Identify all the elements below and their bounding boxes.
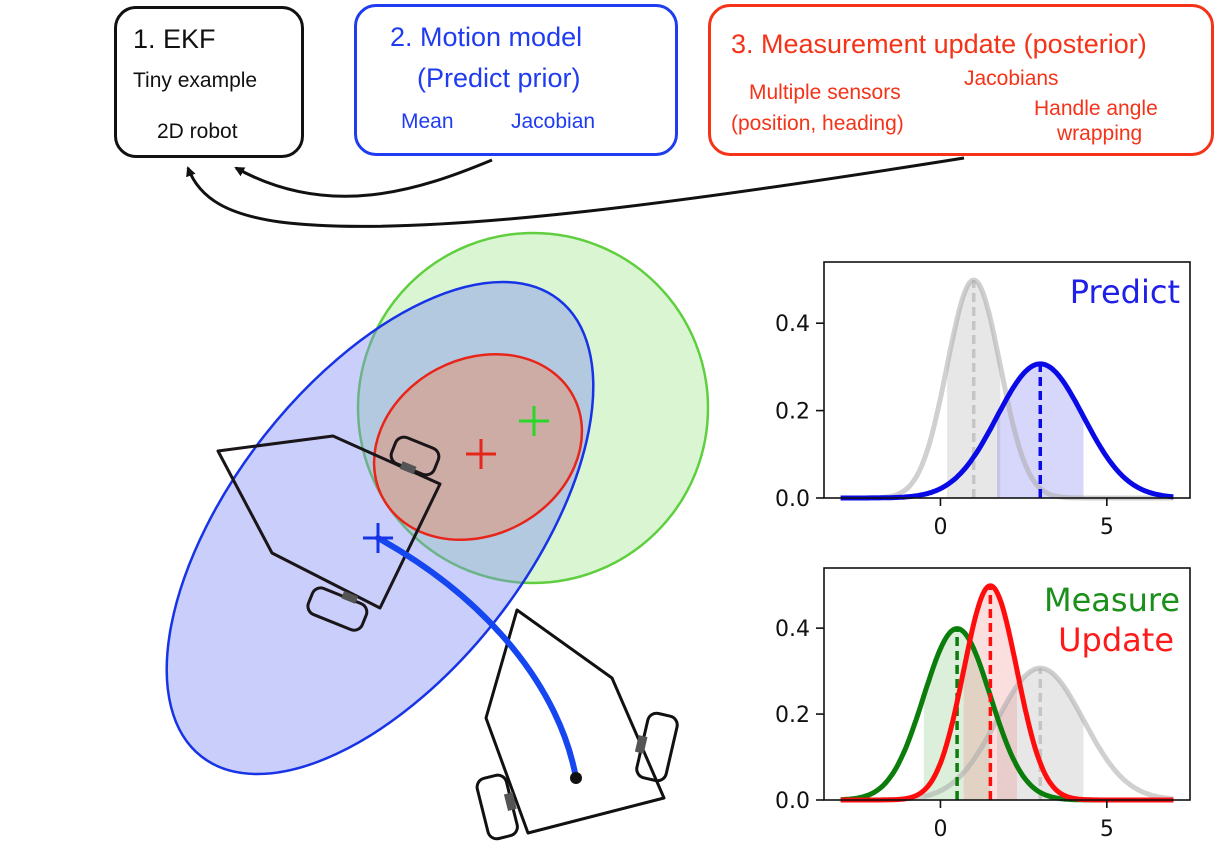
measurement-title: 3. Measurement update (posterior) [731, 29, 1147, 59]
motion-title-line1: 2. Motion model [390, 22, 583, 52]
robot-start [475, 608, 679, 841]
measurement-item-sensors-line2: (position, heading) [731, 112, 904, 135]
start-position-dot [570, 772, 582, 784]
robot-predicted-wheel-top [389, 435, 441, 477]
measurement-item-jacobians: Jacobians [964, 67, 1059, 90]
x-tick-label: 5 [1100, 515, 1114, 540]
measurement-mean-marker [519, 406, 549, 436]
chart-title-measure: Measure [1044, 581, 1180, 619]
motion-item-mean: Mean [401, 110, 454, 133]
motion-title-line2: (Predict prior) [417, 63, 581, 93]
predict-covariance-ellipse [165, 280, 595, 776]
chart-frame [823, 261, 1191, 499]
arrow-measurement-to-ekf [186, 156, 965, 228]
x-tick-label: 5 [1100, 817, 1114, 842]
y-tick-label: 0.4 [775, 617, 810, 642]
predict-mean-marker [363, 523, 393, 553]
chart-frame [823, 567, 1191, 801]
x-tick-label: 0 [933, 515, 947, 540]
measurement-update-box: 3. Measurement update (posterior) Multip… [708, 4, 1214, 156]
motion-item-jacobian: Jacobian [511, 110, 596, 133]
posterior-covariance-ellipse [372, 352, 584, 542]
series-0-sd-band [947, 280, 1001, 498]
measurement-item-angle-line1: Handle angle [1034, 97, 1158, 120]
motion-trajectory [375, 535, 579, 781]
robot-predicted [216, 434, 442, 632]
robot-predicted-wheel-bottom [306, 586, 369, 632]
motion-model-box: 2. Motion model (Predict prior) Mean Jac… [354, 4, 678, 156]
ekf-line-tiny-example: Tiny example [133, 69, 258, 92]
y-tick-label: 0.4 [775, 312, 810, 337]
robot-start-wheel-left [475, 773, 519, 841]
posterior-mean-marker [466, 439, 496, 469]
predict-chart: Predict 0 5 0.0 0.2 0.4 [775, 261, 1191, 540]
y-tick-label: 0.0 [775, 487, 810, 512]
y-tick-label: 0.2 [775, 703, 810, 728]
chart-title-predict: Predict [1070, 273, 1180, 311]
ekf-box: 1. EKF Tiny example 2D robot [114, 6, 304, 158]
y-tick-label: 0.2 [775, 400, 810, 425]
series-1-sd-band [997, 363, 1084, 498]
y-tick-label: 0.0 [775, 789, 810, 814]
chart-title-update: Update [1058, 621, 1174, 659]
measurement-item-angle-line2: wrapping [1057, 122, 1143, 145]
arrow-motion-to-ekf [234, 158, 493, 198]
robot-start-wheel-right [634, 711, 679, 783]
ekf-title: 1. EKF [133, 24, 216, 54]
x-tick-label: 0 [933, 817, 947, 842]
measure-update-chart: Measure Update 0 5 0.0 0.2 0.4 [775, 567, 1191, 842]
measurement-item-sensors-line1: Multiple sensors [749, 81, 901, 104]
ekf-line-2d-robot: 2D robot [157, 120, 238, 143]
